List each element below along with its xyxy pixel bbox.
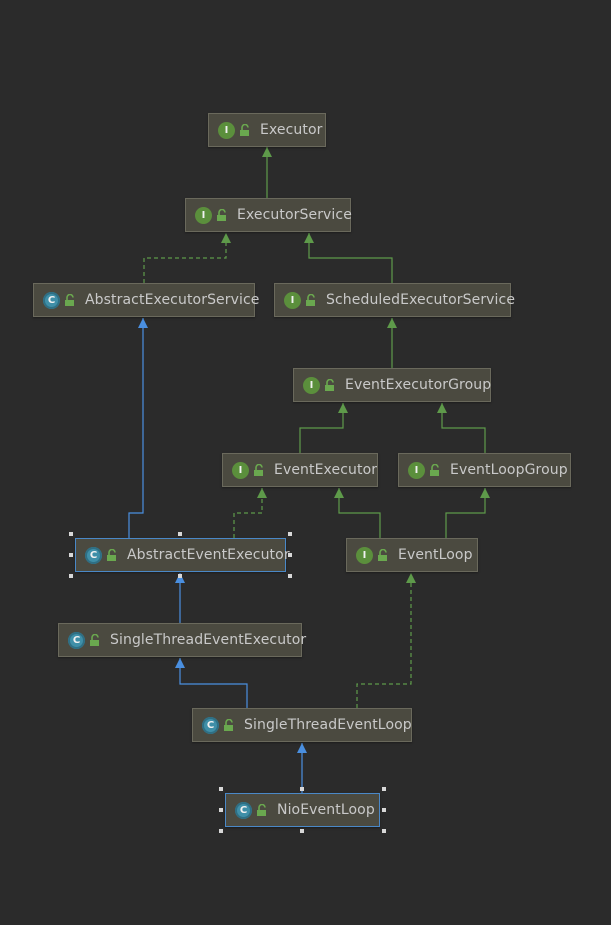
unlocked-icon <box>252 463 266 477</box>
class-icon: C <box>235 801 252 819</box>
node-label: EventExecutor <box>274 462 378 478</box>
abstract-class-icon: C <box>43 291 60 309</box>
edge-scheduled-executor-service-to-executor-service <box>308 233 393 283</box>
selection-handle[interactable] <box>69 532 73 536</box>
interface-icon: I <box>284 291 301 309</box>
unlocked-icon <box>63 293 77 307</box>
node-abstract-event-executor[interactable]: C AbstractEventExecutor <box>75 538 290 572</box>
node-label: ScheduledExecutorService <box>326 292 516 308</box>
selection-handle[interactable] <box>178 532 182 536</box>
edge-arrowhead <box>480 488 490 498</box>
edge-arrowhead <box>138 318 148 328</box>
selection-handle[interactable] <box>219 787 223 791</box>
node-executor-service[interactable]: I ExecutorService <box>185 198 352 232</box>
selection-handle[interactable] <box>382 787 386 791</box>
node-label: ExecutorService <box>237 207 352 223</box>
selection-handle[interactable] <box>288 553 292 557</box>
edge-abstract-event-executor-to-abstract-executor-service <box>128 318 144 538</box>
unlocked-icon <box>88 633 102 647</box>
interface-icon: I <box>356 546 373 564</box>
unlocked-icon <box>304 293 318 307</box>
interface-icon: I <box>218 121 235 139</box>
edge-event-loop-group-to-event-executor-group <box>441 403 486 453</box>
edge-arrowhead <box>257 488 267 498</box>
unlocked-icon <box>105 548 119 562</box>
node-label: Executor <box>260 122 323 138</box>
unlocked-icon <box>255 803 269 817</box>
selection-handle[interactable] <box>300 829 304 833</box>
edge-arrowhead <box>221 233 231 243</box>
unlocked-icon <box>222 718 236 732</box>
node-executor[interactable]: I Executor <box>208 113 326 147</box>
edge-arrowhead <box>406 573 416 583</box>
edge-arrowhead <box>304 233 314 243</box>
edge-arrowhead <box>334 488 344 498</box>
node-scheduled-executor-service[interactable]: I ScheduledExecutorService <box>274 283 515 317</box>
edge-single-thread-event-loop-to-event-loop <box>356 573 412 708</box>
edge-arrowhead <box>437 403 447 413</box>
node-event-executor-group[interactable]: I EventExecutorGroup <box>293 368 491 402</box>
node-event-executor[interactable]: I EventExecutor <box>222 453 378 487</box>
node-abstract-executor-service[interactable]: C AbstractExecutorService <box>33 283 259 317</box>
node-nio-event-loop[interactable]: C NioEventLoop <box>225 793 380 827</box>
edge-abstract-event-executor-to-event-executor <box>233 488 263 538</box>
interface-icon: I <box>195 206 212 224</box>
unlocked-icon <box>376 548 390 562</box>
node-event-loop-group[interactable]: I EventLoopGroup <box>398 453 571 487</box>
edge-arrowhead <box>262 147 272 157</box>
selection-handle[interactable] <box>382 829 386 833</box>
unlocked-icon <box>428 463 442 477</box>
unlocked-icon <box>323 378 337 392</box>
node-label: AbstractEventExecutor <box>127 547 290 563</box>
selection-handle[interactable] <box>288 532 292 536</box>
node-single-thread-event-executor[interactable]: C SingleThreadEventExecutor <box>58 623 306 657</box>
unlocked-icon <box>215 208 229 222</box>
edge-arrowhead <box>297 743 307 753</box>
node-label: EventLoop <box>398 547 473 563</box>
node-single-thread-event-loop[interactable]: C SingleThreadEventLoop <box>192 708 412 742</box>
selection-handle[interactable] <box>69 574 73 578</box>
node-label: SingleThreadEventLoop <box>244 717 412 733</box>
interface-icon: I <box>232 461 249 479</box>
node-label: EventExecutorGroup <box>345 377 492 393</box>
unlocked-icon <box>238 123 252 137</box>
edge-event-loop-to-event-loop-group <box>445 488 486 538</box>
edge-arrowhead <box>338 403 348 413</box>
interface-icon: I <box>408 461 425 479</box>
edge-event-executor-to-event-executor-group <box>299 403 344 453</box>
edge-event-loop-to-event-executor <box>338 488 381 538</box>
edge-single-thread-event-loop-to-single-thread-event-executor <box>179 658 248 708</box>
node-label: EventLoopGroup <box>450 462 568 478</box>
abstract-class-icon: C <box>202 716 219 734</box>
selection-handle[interactable] <box>300 787 304 791</box>
node-event-loop[interactable]: I EventLoop <box>346 538 478 572</box>
edge-arrowhead <box>175 658 185 668</box>
node-label: SingleThreadEventExecutor <box>110 632 307 648</box>
selection-handle[interactable] <box>382 808 386 812</box>
edge-abstract-executor-service-to-executor-service <box>143 233 227 283</box>
abstract-class-icon: C <box>68 631 85 649</box>
node-label: AbstractExecutorService <box>85 292 260 308</box>
edge-arrowhead <box>387 318 397 328</box>
interface-icon: I <box>303 376 320 394</box>
selection-handle[interactable] <box>219 808 223 812</box>
selection-handle[interactable] <box>288 574 292 578</box>
selection-handle[interactable] <box>178 574 182 578</box>
selection-handle[interactable] <box>219 829 223 833</box>
abstract-class-icon: C <box>85 546 102 564</box>
selection-handle[interactable] <box>69 553 73 557</box>
node-label: NioEventLoop <box>277 802 375 818</box>
